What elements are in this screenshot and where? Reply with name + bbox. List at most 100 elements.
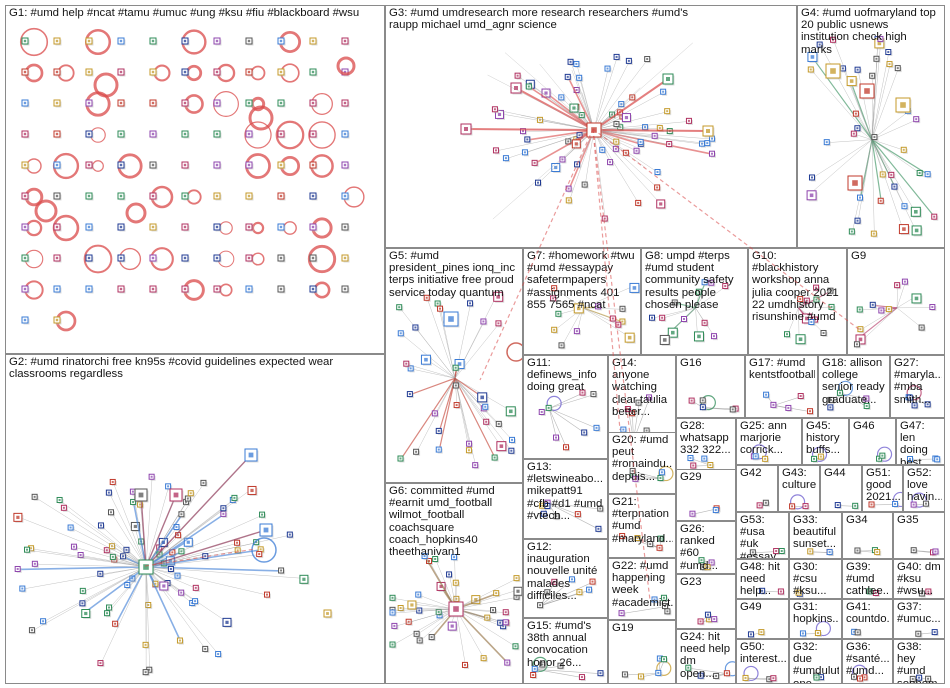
g1-node[interactable] [117, 161, 126, 170]
g4-node[interactable] [846, 76, 858, 88]
g46-node[interactable] [879, 452, 887, 460]
g1-node[interactable] [213, 68, 222, 77]
g1-node[interactable] [341, 37, 350, 46]
g1-node[interactable] [21, 254, 30, 263]
g3-node[interactable] [573, 60, 581, 68]
g6-node[interactable] [389, 609, 397, 617]
g5-node[interactable] [435, 427, 443, 435]
g2-node[interactable] [24, 546, 32, 554]
g2-node[interactable] [106, 604, 114, 612]
g49-node[interactable] [758, 629, 766, 637]
g4-node[interactable] [910, 206, 922, 218]
g4-node[interactable] [891, 183, 899, 191]
g1-node[interactable] [245, 37, 254, 46]
g2-node[interactable] [142, 641, 150, 649]
g35-node[interactable] [932, 548, 940, 556]
g25-node[interactable] [752, 453, 760, 461]
g1-node[interactable] [309, 254, 318, 263]
g5-node[interactable] [491, 454, 499, 462]
g3-node[interactable] [702, 125, 715, 138]
g2-node[interactable] [67, 524, 75, 532]
g36-node[interactable] [850, 673, 858, 681]
g18-node[interactable] [863, 402, 871, 410]
g6-node[interactable] [502, 609, 510, 617]
g13-node[interactable] [595, 525, 603, 533]
g5-node[interactable] [406, 391, 414, 399]
g6-node[interactable] [504, 659, 512, 667]
g6-node[interactable] [416, 607, 424, 615]
g2-node[interactable] [159, 581, 170, 592]
g1-node[interactable] [213, 254, 222, 263]
g2-node[interactable] [231, 494, 239, 502]
g16-node[interactable] [688, 397, 696, 405]
g49-node[interactable] [747, 631, 755, 639]
g8-node[interactable] [710, 333, 718, 341]
g10-node[interactable] [795, 334, 807, 346]
g3-node[interactable] [625, 57, 633, 65]
g1-node[interactable] [117, 99, 126, 108]
g7-node[interactable] [558, 342, 566, 350]
g51-node[interactable] [892, 500, 900, 508]
g17-node[interactable] [797, 393, 805, 401]
g9-node[interactable] [894, 282, 902, 290]
g1-node[interactable] [245, 223, 254, 232]
g6-node[interactable] [428, 634, 436, 642]
g9-node[interactable] [929, 304, 937, 312]
g1-node[interactable] [117, 37, 126, 46]
g3-node[interactable] [654, 184, 662, 192]
g6-node[interactable] [407, 600, 418, 611]
g23-node[interactable] [711, 616, 719, 624]
g15-node[interactable] [578, 674, 586, 682]
g1-node[interactable] [341, 161, 350, 170]
g5-node[interactable] [397, 330, 405, 338]
g11-node[interactable] [581, 429, 589, 437]
g39-node[interactable] [872, 589, 880, 597]
g45-node[interactable] [811, 455, 819, 463]
g3-node[interactable] [534, 179, 542, 187]
g8-node[interactable] [701, 319, 709, 327]
g1-node[interactable] [85, 223, 94, 232]
g50-node[interactable] [742, 674, 750, 682]
g2-node[interactable] [70, 543, 78, 551]
g5-node[interactable] [452, 364, 460, 372]
g1-node[interactable] [181, 223, 190, 232]
g3-node[interactable] [660, 88, 668, 96]
g1-node[interactable] [117, 68, 126, 77]
g3-node[interactable] [654, 168, 662, 176]
g1-node[interactable] [85, 130, 94, 139]
g4-node[interactable] [859, 83, 876, 100]
g1-node[interactable] [53, 130, 62, 139]
g45-node[interactable] [817, 453, 825, 461]
g5-node[interactable] [437, 305, 445, 313]
g2-node[interactable] [105, 489, 113, 497]
g38-node[interactable] [916, 674, 924, 682]
g5-node[interactable] [467, 300, 475, 308]
g4-node[interactable] [877, 35, 885, 43]
g5-node[interactable] [443, 311, 460, 328]
g3-node[interactable] [514, 72, 522, 80]
g2-node[interactable] [256, 551, 264, 559]
g2-node[interactable] [79, 587, 87, 595]
g2-node[interactable] [13, 512, 24, 523]
g2-node[interactable] [108, 543, 116, 551]
g32-node[interactable] [813, 674, 821, 682]
g4-node[interactable] [879, 171, 887, 179]
g1-node[interactable] [53, 285, 62, 294]
g2-node[interactable] [137, 501, 145, 509]
g5-node[interactable] [420, 354, 432, 366]
g4-node[interactable] [808, 174, 816, 182]
g28-node[interactable] [707, 462, 715, 470]
g4-node[interactable] [807, 66, 815, 74]
g30-node[interactable] [795, 589, 803, 597]
g4-node[interactable] [848, 228, 856, 236]
g53-node[interactable] [773, 548, 781, 556]
g33-node[interactable] [807, 548, 815, 556]
g2-node[interactable] [192, 584, 200, 592]
g28-node[interactable] [701, 455, 709, 463]
g2-node[interactable] [97, 570, 105, 578]
g3-node[interactable] [502, 155, 510, 163]
g4-node[interactable] [825, 63, 842, 80]
g4-node[interactable] [900, 146, 908, 154]
g2-node[interactable] [174, 572, 182, 580]
g3-node[interactable] [618, 101, 626, 109]
